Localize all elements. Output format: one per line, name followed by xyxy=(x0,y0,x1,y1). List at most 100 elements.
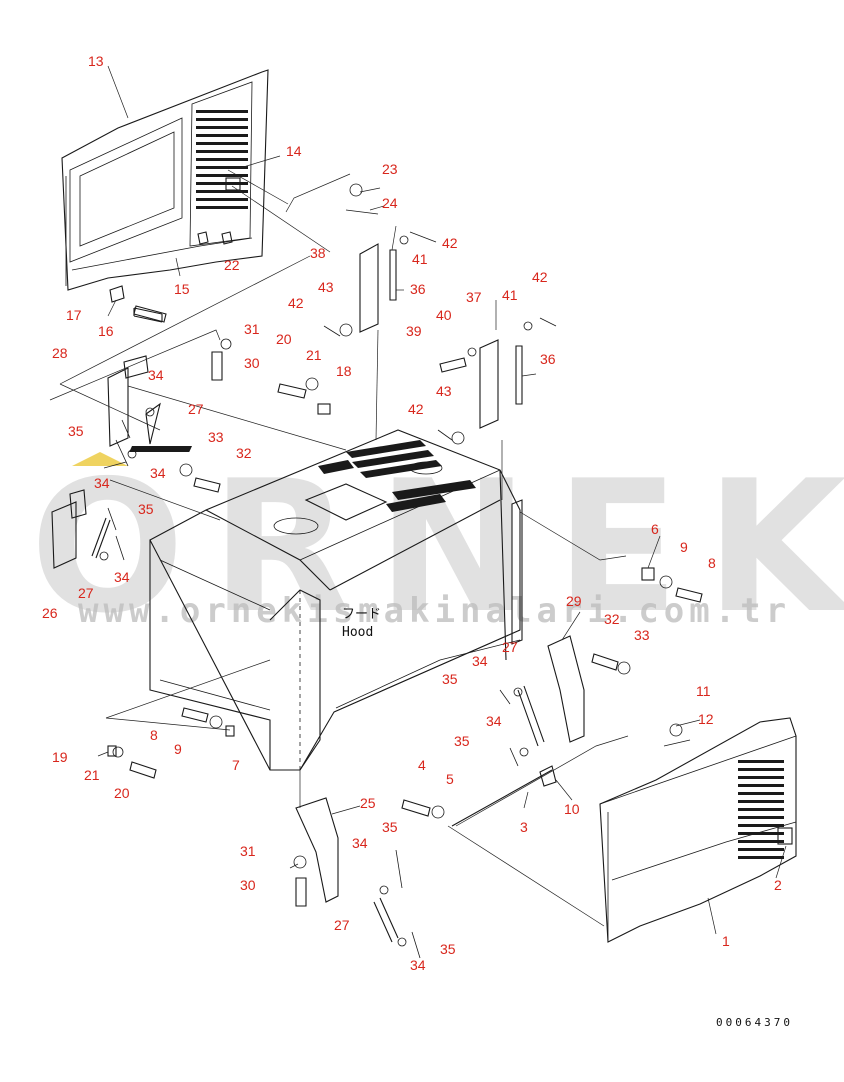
callout-34-c: 34 xyxy=(94,475,110,491)
callout-9-right: 9 xyxy=(680,539,688,555)
callout-13: 13 xyxy=(88,53,104,69)
callout-20-lower: 20 xyxy=(114,785,130,801)
callout-21-lower: 21 xyxy=(84,767,100,783)
bolt-30-lower xyxy=(295,877,307,907)
callout-12: 12 xyxy=(698,711,714,727)
watermark-url: www.ornekismakinalari.com.tr xyxy=(78,591,791,631)
door-grille xyxy=(196,110,248,209)
rear-door-part-13 xyxy=(61,69,269,291)
callout-23: 23 xyxy=(382,161,398,177)
hood-body xyxy=(129,429,523,771)
callout-35-f: 35 xyxy=(440,941,456,957)
callout-33-right: 33 xyxy=(634,627,650,643)
callout-35-b: 35 xyxy=(138,501,154,517)
callout-42-a: 42 xyxy=(442,235,458,251)
callout-36-upper: 36 xyxy=(410,281,426,297)
bolt-8-right xyxy=(675,587,703,603)
callout-22: 22 xyxy=(224,257,240,273)
bolt-16 xyxy=(133,305,167,323)
callout-34-h: 34 xyxy=(410,957,426,973)
callout-40: 40 xyxy=(436,307,452,323)
callout-20-upper: 20 xyxy=(276,331,292,347)
callout-41-upper: 41 xyxy=(412,251,428,267)
hood-top-grilles xyxy=(318,440,476,512)
callout-30-upper: 30 xyxy=(244,355,260,371)
callout-35-e: 35 xyxy=(382,819,398,835)
callout-36-right: 36 xyxy=(540,351,556,367)
callout-27-d: 27 xyxy=(334,917,350,933)
drawing-number: 00064370 xyxy=(716,1016,793,1029)
callout-35-a: 35 xyxy=(68,423,84,439)
callout-16: 16 xyxy=(98,323,114,339)
leader-lines xyxy=(49,65,787,935)
callout-34-d: 34 xyxy=(114,569,130,585)
callout-19: 19 xyxy=(52,749,68,765)
callout-8-lower: 8 xyxy=(150,727,158,743)
callout-31-upper: 31 xyxy=(244,321,260,337)
side-door-grille xyxy=(738,760,784,859)
callout-1: 1 xyxy=(722,933,730,949)
callout-30-lower: 30 xyxy=(240,877,256,893)
callout-37: 37 xyxy=(466,289,482,305)
callout-6: 6 xyxy=(651,521,659,537)
bolt-32-upper xyxy=(193,477,221,493)
callout-27-a: 27 xyxy=(188,401,204,417)
callout-26: 26 xyxy=(42,605,58,621)
hood-label-en: Hood xyxy=(342,625,373,640)
callout-29: 29 xyxy=(566,593,582,609)
callout-38: 38 xyxy=(310,245,326,261)
callout-33-upper: 33 xyxy=(208,429,224,445)
callout-34-e: 34 xyxy=(472,653,488,669)
callout-18: 18 xyxy=(336,363,352,379)
callout-34-a: 34 xyxy=(148,367,164,383)
callout-32-right: 32 xyxy=(604,611,620,627)
callout-17: 17 xyxy=(66,307,82,323)
bolt-39 xyxy=(439,357,467,373)
callout-27-b: 27 xyxy=(78,585,94,601)
bolt-30-upper xyxy=(211,351,223,381)
door-hardware xyxy=(107,231,233,323)
hardware-fasteners xyxy=(99,183,703,959)
callout-28: 28 xyxy=(52,345,68,361)
callout-31-lower: 31 xyxy=(240,843,256,859)
bolt-8-lower xyxy=(181,707,209,723)
callout-42-d: 42 xyxy=(408,401,424,417)
callout-41-right: 41 xyxy=(502,287,518,303)
hood-label-jp: フード xyxy=(342,607,381,622)
callout-34-g: 34 xyxy=(352,835,368,851)
callout-42-b: 42 xyxy=(532,269,548,285)
callout-10: 10 xyxy=(564,801,580,817)
callout-34-f: 34 xyxy=(486,713,502,729)
callout-25: 25 xyxy=(360,795,376,811)
callout-21-upper: 21 xyxy=(306,347,322,363)
bolt-32-right xyxy=(591,653,619,671)
callout-7: 7 xyxy=(232,757,240,773)
brackets-and-stays xyxy=(51,243,585,943)
callout-2: 2 xyxy=(774,877,782,893)
callout-35-d: 35 xyxy=(454,733,470,749)
callout-39: 39 xyxy=(406,323,422,339)
watermark: ORNEK www.ornekismakinalari.com.tr xyxy=(30,441,844,653)
side-door-part-1 xyxy=(599,717,797,943)
callout-15: 15 xyxy=(174,281,190,297)
bolt-4 xyxy=(401,799,431,817)
callout-5: 5 xyxy=(446,771,454,787)
callout-27-c: 27 xyxy=(502,639,518,655)
callout-numbers: 1 2 3 4 5 6 7 8 8 9 9 10 11 12 13 14 15 … xyxy=(42,53,782,973)
callout-34-b: 34 xyxy=(150,465,166,481)
callout-9-lower: 9 xyxy=(174,741,182,757)
callout-11: 11 xyxy=(696,683,711,699)
callout-14: 14 xyxy=(286,143,302,159)
callout-43-upper: 43 xyxy=(318,279,334,295)
callout-43-right: 43 xyxy=(436,383,452,399)
watermark-accent-triangle xyxy=(72,452,128,466)
callout-8-right: 8 xyxy=(708,555,716,571)
callout-4: 4 xyxy=(418,757,426,773)
callout-42-c: 42 xyxy=(288,295,304,311)
callout-32-upper: 32 xyxy=(236,445,252,461)
callout-35-c: 35 xyxy=(442,671,458,687)
watermark-brand: ORNEK xyxy=(30,441,844,653)
bolt-20-upper xyxy=(277,383,307,399)
callout-3: 3 xyxy=(520,819,528,835)
